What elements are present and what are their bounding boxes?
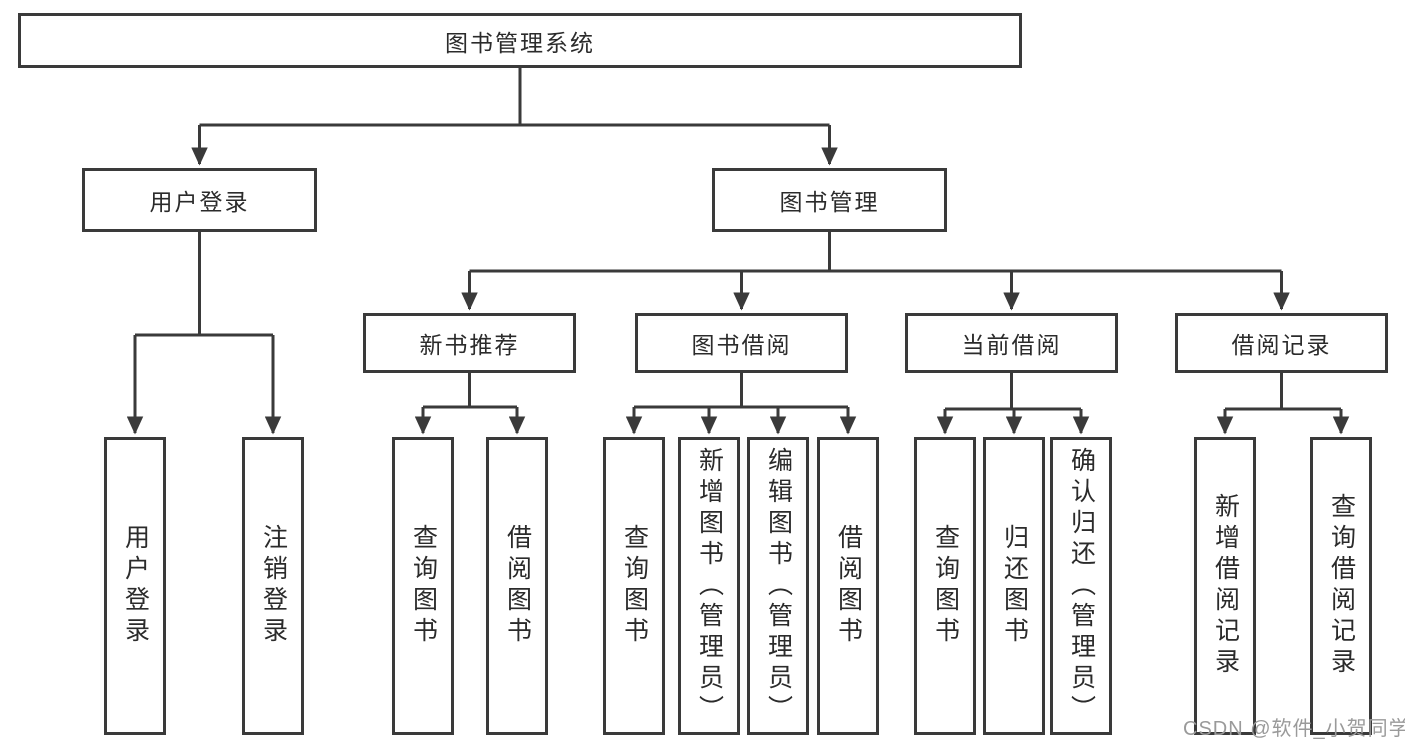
node-label: 当前借阅 [961, 332, 1062, 358]
node-book-borrowing: 图书借阅 [635, 313, 848, 373]
node-label: 新书推荐 [419, 332, 520, 358]
node-label: 用户登录 [121, 524, 150, 648]
leaf-borrow-books-recommend: 借阅图书 [486, 437, 548, 735]
node-current-borrowing: 当前借阅 [905, 313, 1118, 373]
leaf-query-borrow-record: 查询借阅记录 [1310, 437, 1372, 735]
leaf-borrow-books: 借阅图书 [817, 437, 879, 735]
leaf-logout: 注销登录 [242, 437, 304, 735]
node-new-book-recommendation: 新书推荐 [363, 313, 576, 373]
node-label: 新增借阅记录 [1211, 493, 1240, 679]
node-label: 查询图书 [409, 524, 438, 648]
node-borrowing-records: 借阅记录 [1175, 313, 1388, 373]
leaf-user-login: 用户登录 [104, 437, 166, 735]
node-label: 图书管理系统 [445, 29, 595, 56]
node-book-management-module: 图书管理 [712, 168, 947, 232]
node-label: 图书管理 [779, 189, 880, 215]
node-user-login-module: 用户登录 [82, 168, 317, 232]
node-label: 查询图书 [620, 524, 649, 648]
leaf-edit-books-admin: 编辑图书（管理员） [747, 437, 809, 735]
leaf-query-books-current: 查询图书 [914, 437, 976, 735]
node-label: 新增图书（管理员） [695, 446, 724, 726]
node-label: 借阅记录 [1231, 332, 1332, 358]
node-label: 归还图书 [1000, 524, 1029, 648]
node-library-management-system: 图书管理系统 [18, 13, 1022, 68]
leaf-add-books-admin: 新增图书（管理员） [678, 437, 740, 735]
node-label: 借阅图书 [503, 524, 532, 648]
leaf-add-borrow-record: 新增借阅记录 [1194, 437, 1256, 735]
leaf-return-books: 归还图书 [983, 437, 1045, 735]
node-label: 编辑图书（管理员） [764, 446, 793, 726]
leaf-confirm-return-admin: 确认归还（管理员） [1050, 437, 1112, 735]
node-label: 查询借阅记录 [1327, 493, 1356, 679]
node-label: 图书借阅 [691, 332, 792, 358]
node-label: 确认归还（管理员） [1067, 446, 1096, 726]
watermark: CSDN @软件_小贺同学 [1183, 718, 1405, 740]
leaf-query-books-recommend: 查询图书 [392, 437, 454, 735]
node-label: 注销登录 [259, 524, 288, 648]
node-label: 查询图书 [931, 524, 960, 648]
leaf-query-books-borrow: 查询图书 [603, 437, 665, 735]
node-label: 用户登录 [149, 189, 250, 215]
node-label: 借阅图书 [834, 524, 863, 648]
